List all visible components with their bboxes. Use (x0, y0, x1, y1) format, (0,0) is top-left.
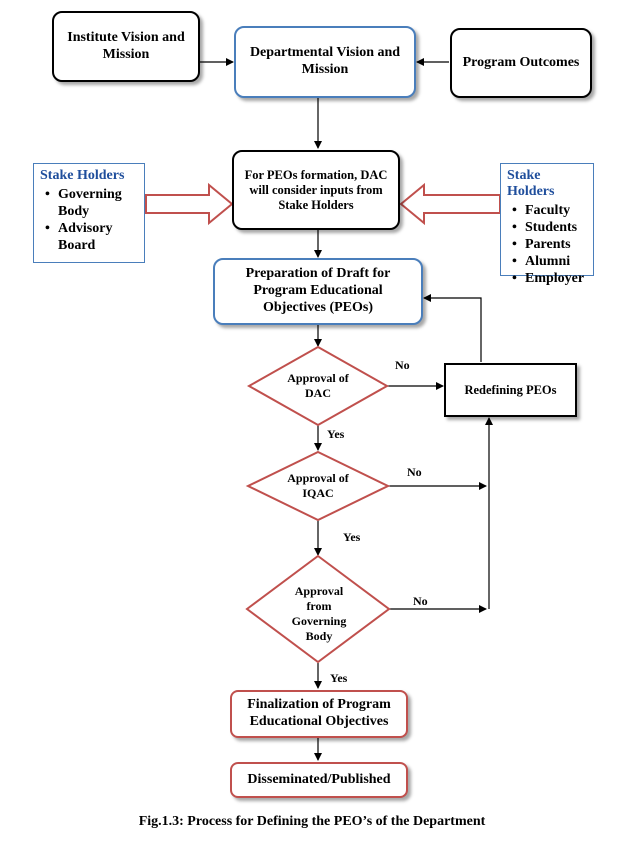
stake-right-item: Alumni (512, 253, 587, 270)
disseminated-text: Disseminated/Published (247, 771, 391, 787)
disseminated-box: Disseminated/Published (230, 762, 408, 798)
stake-left-item: Governing Body (45, 186, 138, 220)
institute-vision-text: Institute Vision and Mission (67, 29, 185, 62)
approval-dac-text: Approval of DAC (287, 371, 349, 400)
label-no-gb: No (413, 594, 428, 608)
label-yes-dac: Yes (327, 427, 345, 441)
approval-gb-text: Approval from Governing Body (291, 584, 347, 643)
departmental-vision-box: Departmental Vision and Mission (234, 26, 416, 98)
peo-formation-text: For PEOs formation, DAC will consider in… (244, 167, 388, 212)
label-yes-gb: Yes (330, 671, 348, 685)
draft-peo-text: Preparation of Draft for Program Educati… (245, 266, 391, 315)
finalization-text: Finalization of Program Educational Obje… (247, 697, 391, 729)
label-yes-iqac: Yes (343, 530, 361, 544)
label-no-iqac: No (407, 465, 422, 479)
diamond-approval-iqac (245, 450, 391, 522)
stake-right-item: Employer (512, 270, 587, 287)
departmental-vision-text: Departmental Vision and Mission (249, 45, 401, 77)
finalization-box: Finalization of Program Educational Obje… (230, 690, 408, 738)
program-outcomes-text: Program Outcomes (462, 54, 580, 70)
diamond-approval-gb (245, 554, 391, 664)
redefining-peos-text: Redefining PEOs (464, 382, 557, 397)
hollow-arrow-left (145, 182, 234, 226)
stake-holders-right: Stake Holders Faculty Students Parents A… (500, 163, 594, 287)
label-no-dac: No (395, 358, 410, 372)
stake-left-item: Advisory Board (45, 220, 138, 254)
stake-left-title: Stake Holders (40, 168, 125, 183)
arrow-redefining-to-draft (423, 294, 482, 362)
stake-right-title: Stake Holders (507, 168, 555, 199)
redefining-peos-box: Redefining PEOs (444, 363, 577, 417)
draft-peo-box: Preparation of Draft for Program Educati… (213, 258, 423, 325)
stake-holders-left: Stake Holders Governing Body Advisory Bo… (33, 163, 145, 263)
stake-right-item: Parents (512, 236, 587, 253)
hollow-arrow-right (399, 182, 501, 226)
diamond-approval-dac (246, 345, 390, 427)
approval-iqac-text: Approval of IQAC (287, 471, 349, 500)
stake-right-item: Students (512, 219, 587, 236)
program-outcomes-box: Program Outcomes (450, 28, 592, 98)
figure-caption: Fig.1.3: Process for Defining the PEO’s … (138, 814, 486, 829)
institute-vision-box: Institute Vision and Mission (52, 11, 200, 82)
stake-right-item: Faculty (512, 202, 587, 219)
peo-formation-box: For PEOs formation, DAC will consider in… (232, 150, 400, 230)
